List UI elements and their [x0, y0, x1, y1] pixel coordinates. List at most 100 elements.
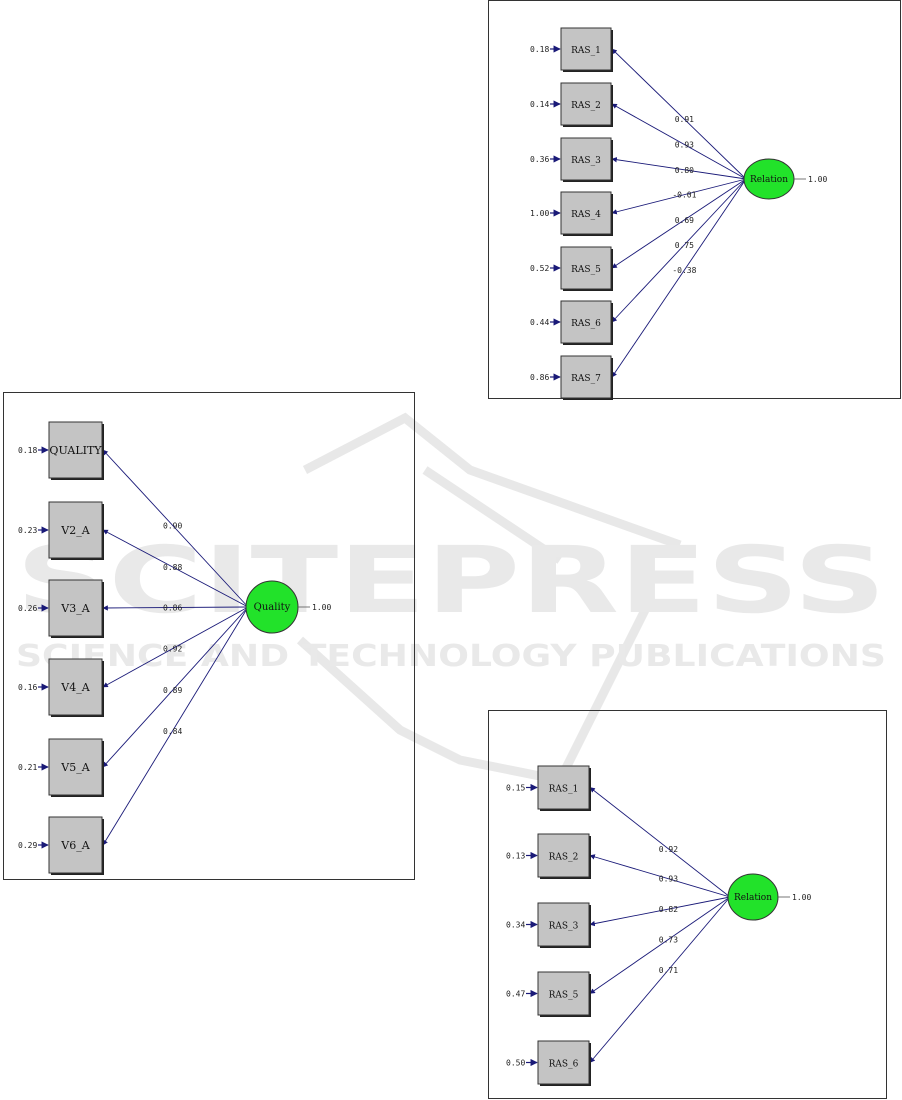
error-variance: 0.47 — [506, 990, 525, 999]
error-variance: 0.36 — [530, 155, 549, 164]
loading-value: -0.01 — [672, 191, 696, 200]
indicator-label: RAS_5 — [549, 991, 579, 1001]
indicator-box — [48, 501, 103, 559]
loading-path — [611, 103, 747, 180]
error-variance: 0.34 — [506, 921, 525, 930]
loading-path — [589, 787, 731, 898]
indicator-label: RAS_4 — [571, 210, 601, 220]
indicator-label: RAS_7 — [571, 374, 601, 384]
loading-value: 0.93 — [675, 141, 694, 150]
indicator-label: RAS_6 — [549, 1060, 579, 1070]
indicator-box — [537, 971, 590, 1016]
loading-value: 0.89 — [163, 686, 182, 695]
loading-path — [102, 606, 249, 688]
loading-path — [589, 854, 731, 898]
indicator-box — [537, 765, 590, 810]
loading-value: 0.80 — [675, 166, 694, 175]
loading-path — [589, 896, 731, 1063]
loading-value: 0.91 — [675, 115, 694, 124]
error-variance: 0.44 — [530, 318, 549, 327]
indicator-box — [560, 300, 612, 344]
loading-path — [589, 896, 731, 994]
error-variance: 0.26 — [18, 604, 37, 613]
watermark-title: SCITEPRESS — [16, 527, 886, 634]
loading-path — [102, 606, 249, 768]
error-variance: 0.18 — [18, 446, 37, 455]
indicator-box — [48, 579, 103, 637]
panel-quality — [3, 392, 415, 880]
loading-value: 0.93 — [659, 875, 678, 884]
indicator-box — [537, 833, 590, 878]
error-variance: 0.23 — [18, 526, 37, 535]
indicator-label: QUALITY — [49, 444, 102, 457]
indicator-label: V3_A — [60, 602, 90, 615]
watermark: SCITEPRESS SCIENCE AND TECHNOLOGY PUBLIC… — [16, 412, 886, 786]
loading-value: -0.38 — [672, 266, 696, 275]
loading-path — [102, 605, 249, 611]
indicator-label: V5_A — [60, 761, 90, 774]
watermark-subtitle: SCIENCE AND TECHNOLOGY PUBLICATIONS — [16, 639, 886, 674]
loading-value: 0.84 — [163, 727, 182, 736]
error-variance: 0.21 — [18, 763, 37, 772]
indicator-label: RAS_1 — [571, 46, 601, 56]
latent-variance: 1.00 — [808, 175, 827, 184]
loading-path — [611, 178, 747, 323]
indicator-box — [560, 137, 612, 181]
indicator-label: RAS_2 — [571, 101, 601, 111]
loading-value: 0.75 — [675, 241, 694, 250]
indicator-box — [48, 658, 103, 716]
panel-relation-7 — [488, 0, 901, 399]
error-variance: 0.29 — [18, 841, 37, 850]
indicator-box — [560, 27, 612, 71]
loading-path — [102, 606, 249, 846]
loading-value: 0.69 — [675, 216, 694, 225]
latent-label: Relation — [734, 893, 772, 903]
indicator-box — [48, 816, 103, 874]
indicator-label: RAS_3 — [571, 156, 601, 166]
loading-value: 0.92 — [659, 845, 678, 854]
loading-path — [611, 48, 747, 180]
loading-path — [102, 449, 249, 608]
panel-relation-7-diagram: 0.91 RAS_1 0.18 0.93 RAS_2 0.14 0.80 RAS_3 0.36 -… — [530, 27, 827, 400]
indicator-label: V4_A — [60, 681, 90, 694]
error-variance: 0.13 — [506, 852, 525, 861]
indicator-label: V2_A — [60, 524, 90, 537]
indicator-label: RAS_5 — [571, 265, 601, 275]
indicator-box — [560, 246, 612, 290]
indicator-label: RAS_2 — [549, 853, 579, 863]
loading-value: 0.92 — [163, 645, 182, 654]
loading-path — [611, 178, 747, 269]
indicator-box — [537, 1040, 590, 1085]
panel-relation-5 — [488, 710, 887, 1099]
indicator-box — [560, 191, 612, 235]
indicator-box — [48, 421, 103, 479]
loading-value: 0.88 — [163, 563, 182, 572]
loading-path — [611, 157, 747, 180]
indicator-box — [537, 902, 590, 947]
error-variance: 0.86 — [530, 373, 549, 382]
loading-path — [589, 896, 731, 927]
latent-label: Relation — [750, 175, 788, 185]
loading-value: 0.90 — [163, 521, 182, 530]
loading-path — [102, 529, 249, 608]
error-variance: 1.00 — [530, 209, 549, 218]
error-variance: 0.50 — [506, 1059, 525, 1068]
error-variance: 0.14 — [530, 100, 549, 109]
loading-value: 0.86 — [163, 604, 182, 613]
latent-variance: 1.00 — [312, 603, 331, 612]
loading-value: 0.71 — [659, 966, 678, 975]
indicator-label: RAS_1 — [549, 785, 579, 795]
panel-quality-diagram: 0.90 QUALITY 0.18 0.88 V2_A 0.23 0.86 V3_A 0.26 0… — [18, 421, 331, 875]
loading-value: 0.73 — [659, 935, 678, 944]
error-variance: 0.15 — [506, 784, 525, 793]
indicator-label: RAS_3 — [549, 922, 579, 932]
latent-label: Quality — [254, 602, 291, 613]
loading-value: 0.82 — [659, 905, 678, 914]
error-variance: 0.18 — [530, 45, 549, 54]
indicator-box — [560, 355, 612, 399]
error-variance: 0.16 — [18, 683, 37, 692]
loading-path — [611, 178, 747, 378]
indicator-label: RAS_6 — [571, 319, 601, 329]
